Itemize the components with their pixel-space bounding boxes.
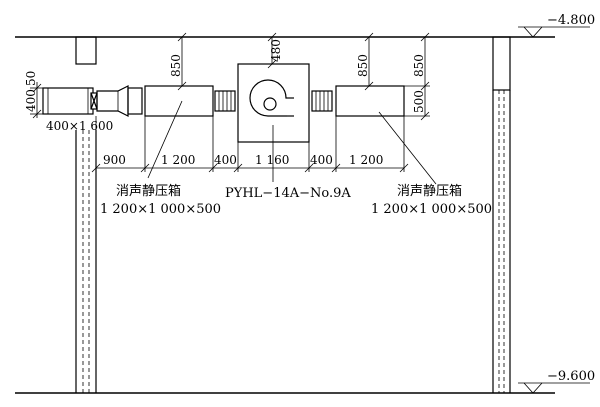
dim-1200-left: 1 200 bbox=[161, 153, 195, 167]
dim-50: 50 bbox=[24, 71, 38, 86]
right-column bbox=[492, 36, 511, 393]
dim-850-mid: 850 bbox=[356, 54, 370, 77]
leader-lines bbox=[147, 100, 437, 185]
elevation-marker-bottom: −9.600 bbox=[518, 369, 595, 394]
elevation-top-label: −4.800 bbox=[547, 13, 595, 28]
dim-850-left: 850 bbox=[169, 54, 183, 77]
dim-900: 900 bbox=[103, 153, 126, 167]
dim-400-vertical: 400 bbox=[24, 89, 38, 112]
dim-500: 500 bbox=[412, 90, 426, 113]
dimension-lines-vertical bbox=[30, 32, 430, 121]
dim-1160: 1 160 bbox=[255, 153, 289, 167]
dim-850-right: 850 bbox=[412, 54, 426, 77]
left-silencer-box bbox=[144, 85, 214, 117]
right-box-size: 1 200×1 000×500 bbox=[371, 202, 492, 217]
fan-unit bbox=[237, 63, 310, 143]
fan-model-label: PYHL−14A−No.9A bbox=[225, 186, 351, 201]
elevation-bottom-label: −9.600 bbox=[547, 369, 595, 384]
right-silencer-box bbox=[335, 85, 405, 117]
dim-480: 480 bbox=[269, 39, 283, 62]
dim-400-left: 400 bbox=[214, 153, 237, 167]
dim-400-right: 400 bbox=[310, 153, 333, 167]
duct-size-label: 400×1 600 bbox=[46, 119, 113, 133]
left-box-size: 1 200×1 000×500 bbox=[100, 202, 221, 217]
left-duct-connection bbox=[42, 85, 143, 117]
left-box-name: 消声静压箱 bbox=[116, 183, 181, 199]
elevation-marker-top: −4.800 bbox=[518, 13, 595, 38]
flex-connector-right bbox=[311, 90, 333, 112]
flex-connector-left bbox=[214, 90, 236, 112]
fan-scroll-icon bbox=[249, 79, 287, 117]
right-box-name: 消声静压箱 bbox=[397, 183, 462, 199]
dim-1200-right: 1 200 bbox=[349, 153, 383, 167]
